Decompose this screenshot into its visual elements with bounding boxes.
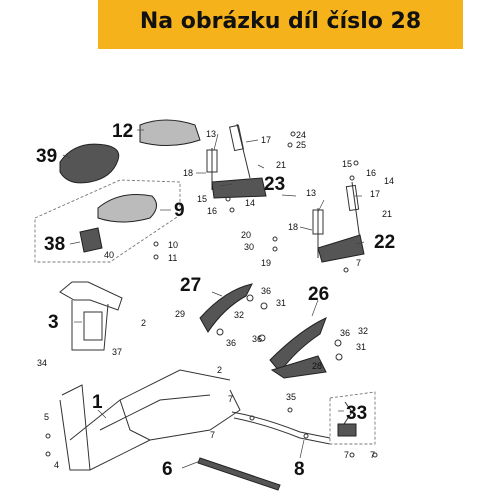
frame-part-1[interactable] <box>59 369 241 471</box>
callout-1: 1 <box>92 392 103 413</box>
small-callouts: 13 17 24 25 21 18 15 16 14 15 16 14 13 1… <box>37 129 394 470</box>
svg-text:16: 16 <box>207 206 217 216</box>
svg-text:20: 20 <box>241 230 251 240</box>
svg-text:37: 37 <box>112 347 122 357</box>
bracket-part-33[interactable] <box>337 401 357 437</box>
bracket-assembly-box <box>329 391 376 445</box>
svg-text:31: 31 <box>276 298 286 308</box>
svg-text:14: 14 <box>384 176 394 186</box>
svg-text:2: 2 <box>141 318 146 328</box>
side-cover-part-28[interactable] <box>270 355 327 379</box>
svg-text:18: 18 <box>288 222 298 232</box>
svg-text:17: 17 <box>370 189 380 199</box>
rear-shock-assembly-23[interactable] <box>206 123 267 199</box>
svg-text:36: 36 <box>252 334 262 344</box>
svg-text:7: 7 <box>344 450 349 460</box>
footrest-part-6[interactable] <box>197 457 281 491</box>
svg-text:32: 32 <box>358 326 368 336</box>
callout-8: 8 <box>294 459 305 480</box>
callout-27: 27 <box>180 275 201 296</box>
svg-text:7: 7 <box>370 450 375 460</box>
carrier-part-3[interactable] <box>59 281 123 351</box>
svg-text:11: 11 <box>168 253 177 263</box>
footrest-part-8[interactable] <box>231 411 331 445</box>
svg-text:19: 19 <box>261 258 271 268</box>
svg-text:35: 35 <box>286 392 296 402</box>
banner-title: Na obrázku díl číslo 28 <box>139 9 422 34</box>
svg-text:28: 28 <box>312 361 322 371</box>
leader-lines <box>62 129 365 469</box>
callout-22: 22 <box>374 232 395 253</box>
callout-9: 9 <box>174 200 185 221</box>
svg-text:29: 29 <box>175 309 185 319</box>
svg-text:13: 13 <box>306 188 316 198</box>
callout-3: 3 <box>48 312 59 333</box>
svg-text:4: 4 <box>54 460 59 470</box>
svg-text:14: 14 <box>245 198 255 208</box>
side-cover-part-26[interactable] <box>269 317 327 373</box>
bracket-part-38[interactable] <box>79 227 103 253</box>
rear-shock-assembly-22[interactable] <box>312 181 365 263</box>
seat-part-9[interactable] <box>97 194 157 223</box>
callout-39: 39 <box>36 146 57 167</box>
callout-26: 26 <box>308 284 329 305</box>
callout-6: 6 <box>162 459 173 480</box>
svg-text:40: 40 <box>104 250 114 260</box>
svg-text:36: 36 <box>226 338 236 348</box>
svg-text:15: 15 <box>342 159 352 169</box>
svg-text:21: 21 <box>276 160 286 170</box>
svg-text:36: 36 <box>340 328 350 338</box>
svg-text:7: 7 <box>356 258 361 268</box>
svg-text:32: 32 <box>234 310 244 320</box>
svg-text:36: 36 <box>261 286 271 296</box>
side-cover-part-27[interactable] <box>199 283 253 333</box>
svg-text:10: 10 <box>168 240 178 250</box>
callout-23: 23 <box>264 174 285 195</box>
seat-assembly-box <box>34 179 181 263</box>
svg-text:18: 18 <box>183 168 193 178</box>
seat-part-12[interactable] <box>139 119 201 146</box>
svg-text:30: 30 <box>244 242 254 252</box>
svg-text:7: 7 <box>210 430 215 440</box>
svg-text:2: 2 <box>217 365 222 375</box>
svg-text:16: 16 <box>366 168 376 178</box>
svg-text:13: 13 <box>206 129 216 139</box>
svg-text:17: 17 <box>261 135 271 145</box>
svg-text:21: 21 <box>382 209 392 219</box>
svg-text:5: 5 <box>44 412 49 422</box>
svg-text:34: 34 <box>37 358 47 368</box>
seat-cover-part-39[interactable] <box>59 143 120 184</box>
callout-12: 12 <box>112 121 133 142</box>
title-banner: Na obrázku díl číslo 28 <box>98 0 463 49</box>
svg-text:7: 7 <box>228 394 233 404</box>
fasteners <box>45 131 378 458</box>
svg-text:25: 25 <box>296 140 306 150</box>
svg-text:15: 15 <box>197 194 207 204</box>
svg-text:24: 24 <box>296 130 306 140</box>
svg-text:31: 31 <box>356 342 366 352</box>
callout-38: 38 <box>44 234 65 255</box>
callout-33: 33 <box>346 403 367 424</box>
